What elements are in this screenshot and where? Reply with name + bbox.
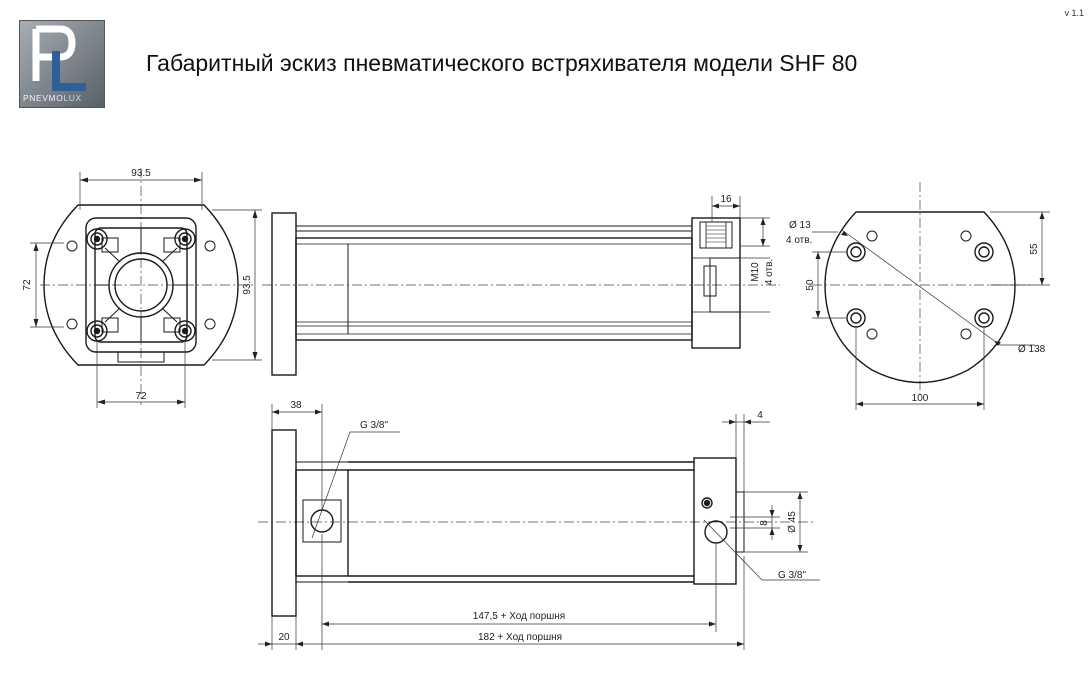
dim-front-width: 93.5 [131,168,151,179]
version-label: v 1.1 [1064,8,1084,18]
dim-flange-v1: 55 [1029,243,1040,255]
dim-port-right: G 3/8" [778,570,806,581]
logo-text: PNEVMOLUX [23,93,82,103]
dim-rod-45: Ø 45 [787,511,798,533]
flange-view [812,182,1050,410]
logo-mark-icon [32,25,86,91]
dim-front-height-left: 72 [22,279,33,291]
logo-text-accent: LUX [63,93,82,103]
dim-bottom-4: 4 [757,410,763,421]
dim-flange-bottom: 100 [912,393,929,404]
dim-flange-hole-count: 4 отв. [786,235,812,246]
logo-text-main: PNEVMO [23,93,64,103]
dim-front-height-right: 93.5 [242,275,253,295]
front-view [30,168,262,408]
dim-thread: M10 [750,262,761,282]
page-title: Габаритный эскиз пневматического встряхи… [146,50,858,76]
dim-port-left: G 3/8" [360,420,388,431]
dim-length-total: 182 + Ход поршня [478,632,562,643]
pnevmolux-logo: PNEVMOLUX [19,20,105,108]
dim-thread-count: 4 отв. [764,259,775,285]
dim-flange-diam: Ø 138 [1018,344,1046,355]
dim-bottom-20: 20 [278,632,290,643]
bottom-view [258,404,820,650]
dim-length-inner: 147,5 + Ход поршня [473,611,565,622]
dim-side-top: 16 [720,194,732,205]
dim-flange-hole: Ø 13 [789,220,811,231]
dim-flange-v2: 50 [805,279,816,291]
side-view [262,196,780,376]
dim-rod-8: 8 [759,520,770,526]
dim-bottom-38: 38 [290,400,302,411]
dim-front-bottom: 72 [135,391,147,402]
